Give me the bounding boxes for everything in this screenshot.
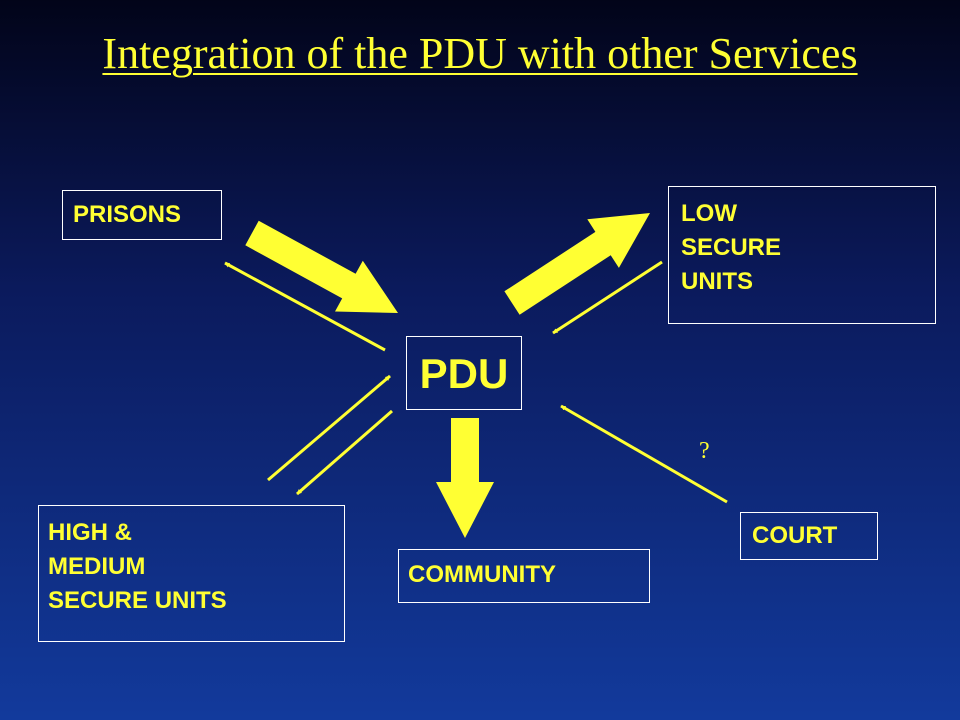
community-box: COMMUNITY	[398, 549, 650, 603]
high-medium-label-line-2: MEDIUM	[48, 553, 146, 580]
arrow-court-to-pdu	[560, 404, 728, 504]
arrow-prisons-to-pdu	[245, 220, 398, 313]
low-secure-label-line-3: UNITS	[681, 268, 753, 295]
thin-arrow-group	[224, 260, 728, 504]
arrow-low-secure-to-pdu	[552, 260, 663, 335]
arrow-pdu-to-community	[436, 418, 494, 538]
thick-arrow-group	[245, 213, 650, 538]
pdu-label: PDU	[419, 350, 509, 397]
arrow-pdu-to-low-secure	[504, 213, 650, 315]
court-box: COURT	[740, 512, 878, 560]
arrow-pdu-to-prisons	[224, 261, 386, 352]
court-link-question-mark: ?	[699, 438, 710, 464]
arrow-pdu-to-high-medium	[296, 409, 393, 496]
prisons-box: PRISONS	[62, 190, 222, 240]
low-secure-units-box: LOW SECURE UNITS	[668, 186, 936, 324]
high-medium-secure-units-box: HIGH & MEDIUM SECURE UNITS	[38, 505, 345, 642]
prisons-label: PRISONS	[73, 201, 182, 228]
low-secure-label-line-1: LOW	[681, 200, 737, 227]
high-medium-label-line-3: SECURE UNITS	[48, 587, 227, 614]
low-secure-label-line-2: SECURE	[681, 234, 782, 261]
community-label: COMMUNITY	[408, 561, 556, 588]
slide-title: Integration of the PDU with other Servic…	[102, 29, 858, 78]
arrow-high-medium-to-pdu	[267, 374, 391, 482]
high-medium-label-line-1: HIGH &	[48, 519, 132, 546]
pdu-box: PDU	[406, 336, 522, 410]
court-label: COURT	[752, 522, 838, 549]
